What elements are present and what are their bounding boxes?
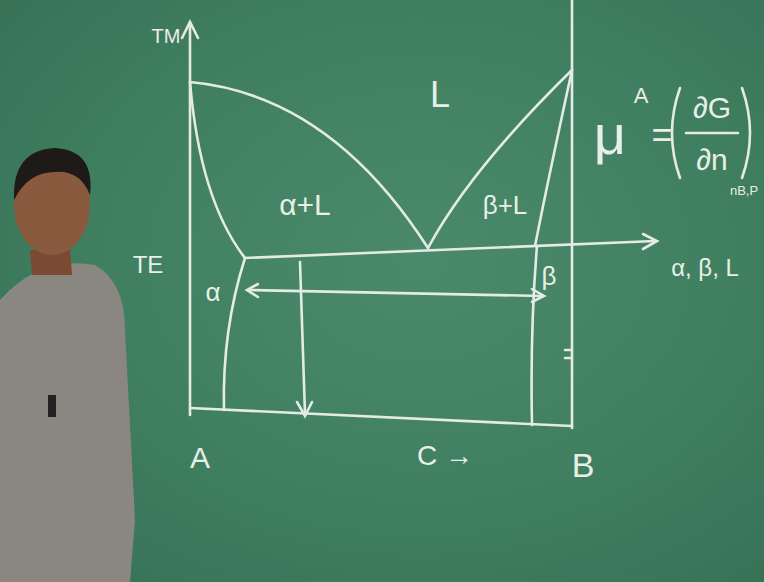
equation-symbol: μ: [594, 107, 626, 163]
phase-label: β: [542, 263, 557, 289]
tie-line: [248, 290, 543, 296]
right-axis: [571, 0, 574, 428]
liquidus-right: [428, 70, 572, 248]
solvus-left: [224, 258, 245, 410]
solidus-right: [535, 70, 572, 246]
axis-label: TE: [133, 253, 164, 277]
equation-superscript: A: [634, 85, 649, 107]
phase-label: β+L: [483, 192, 528, 218]
eutectic-line: [245, 241, 655, 258]
vertical-arrowhead: [297, 402, 312, 416]
hair: [14, 148, 91, 200]
phase-label: α, β, L: [671, 256, 739, 280]
chalk-lines: [182, 0, 750, 428]
shirt: [0, 263, 135, 582]
right-parenthesis: [742, 88, 750, 178]
phase-label: α+L: [279, 190, 331, 220]
equation-term: ∂n: [696, 145, 728, 175]
component-label: B: [572, 448, 595, 482]
lecturer: [0, 148, 135, 582]
phase-label: α: [205, 279, 220, 305]
solvus-right: [532, 246, 537, 425]
axis-arrowhead: [182, 22, 198, 38]
equation-subscript: nB,P: [730, 184, 758, 197]
liquidus-left: [190, 82, 428, 248]
fraction-bar: [686, 132, 738, 135]
eutectic-arrowhead: [643, 234, 657, 249]
component-label: A: [190, 443, 210, 473]
axis-label: C →: [417, 442, 473, 470]
vertical-arrow: [300, 262, 305, 414]
tick-marks: [565, 350, 571, 358]
equation-term: ∂G: [693, 93, 731, 123]
tie-arrowhead: [532, 289, 544, 302]
left-parenthesis: [672, 88, 680, 178]
tie-arrowhead: [247, 284, 258, 297]
solidus-left: [190, 82, 245, 258]
phase-label: L: [430, 77, 450, 113]
microphone: [48, 395, 56, 417]
axis-label: TM: [152, 26, 181, 46]
composition-axis: [190, 408, 572, 426]
equation-symbol: =: [651, 117, 672, 153]
